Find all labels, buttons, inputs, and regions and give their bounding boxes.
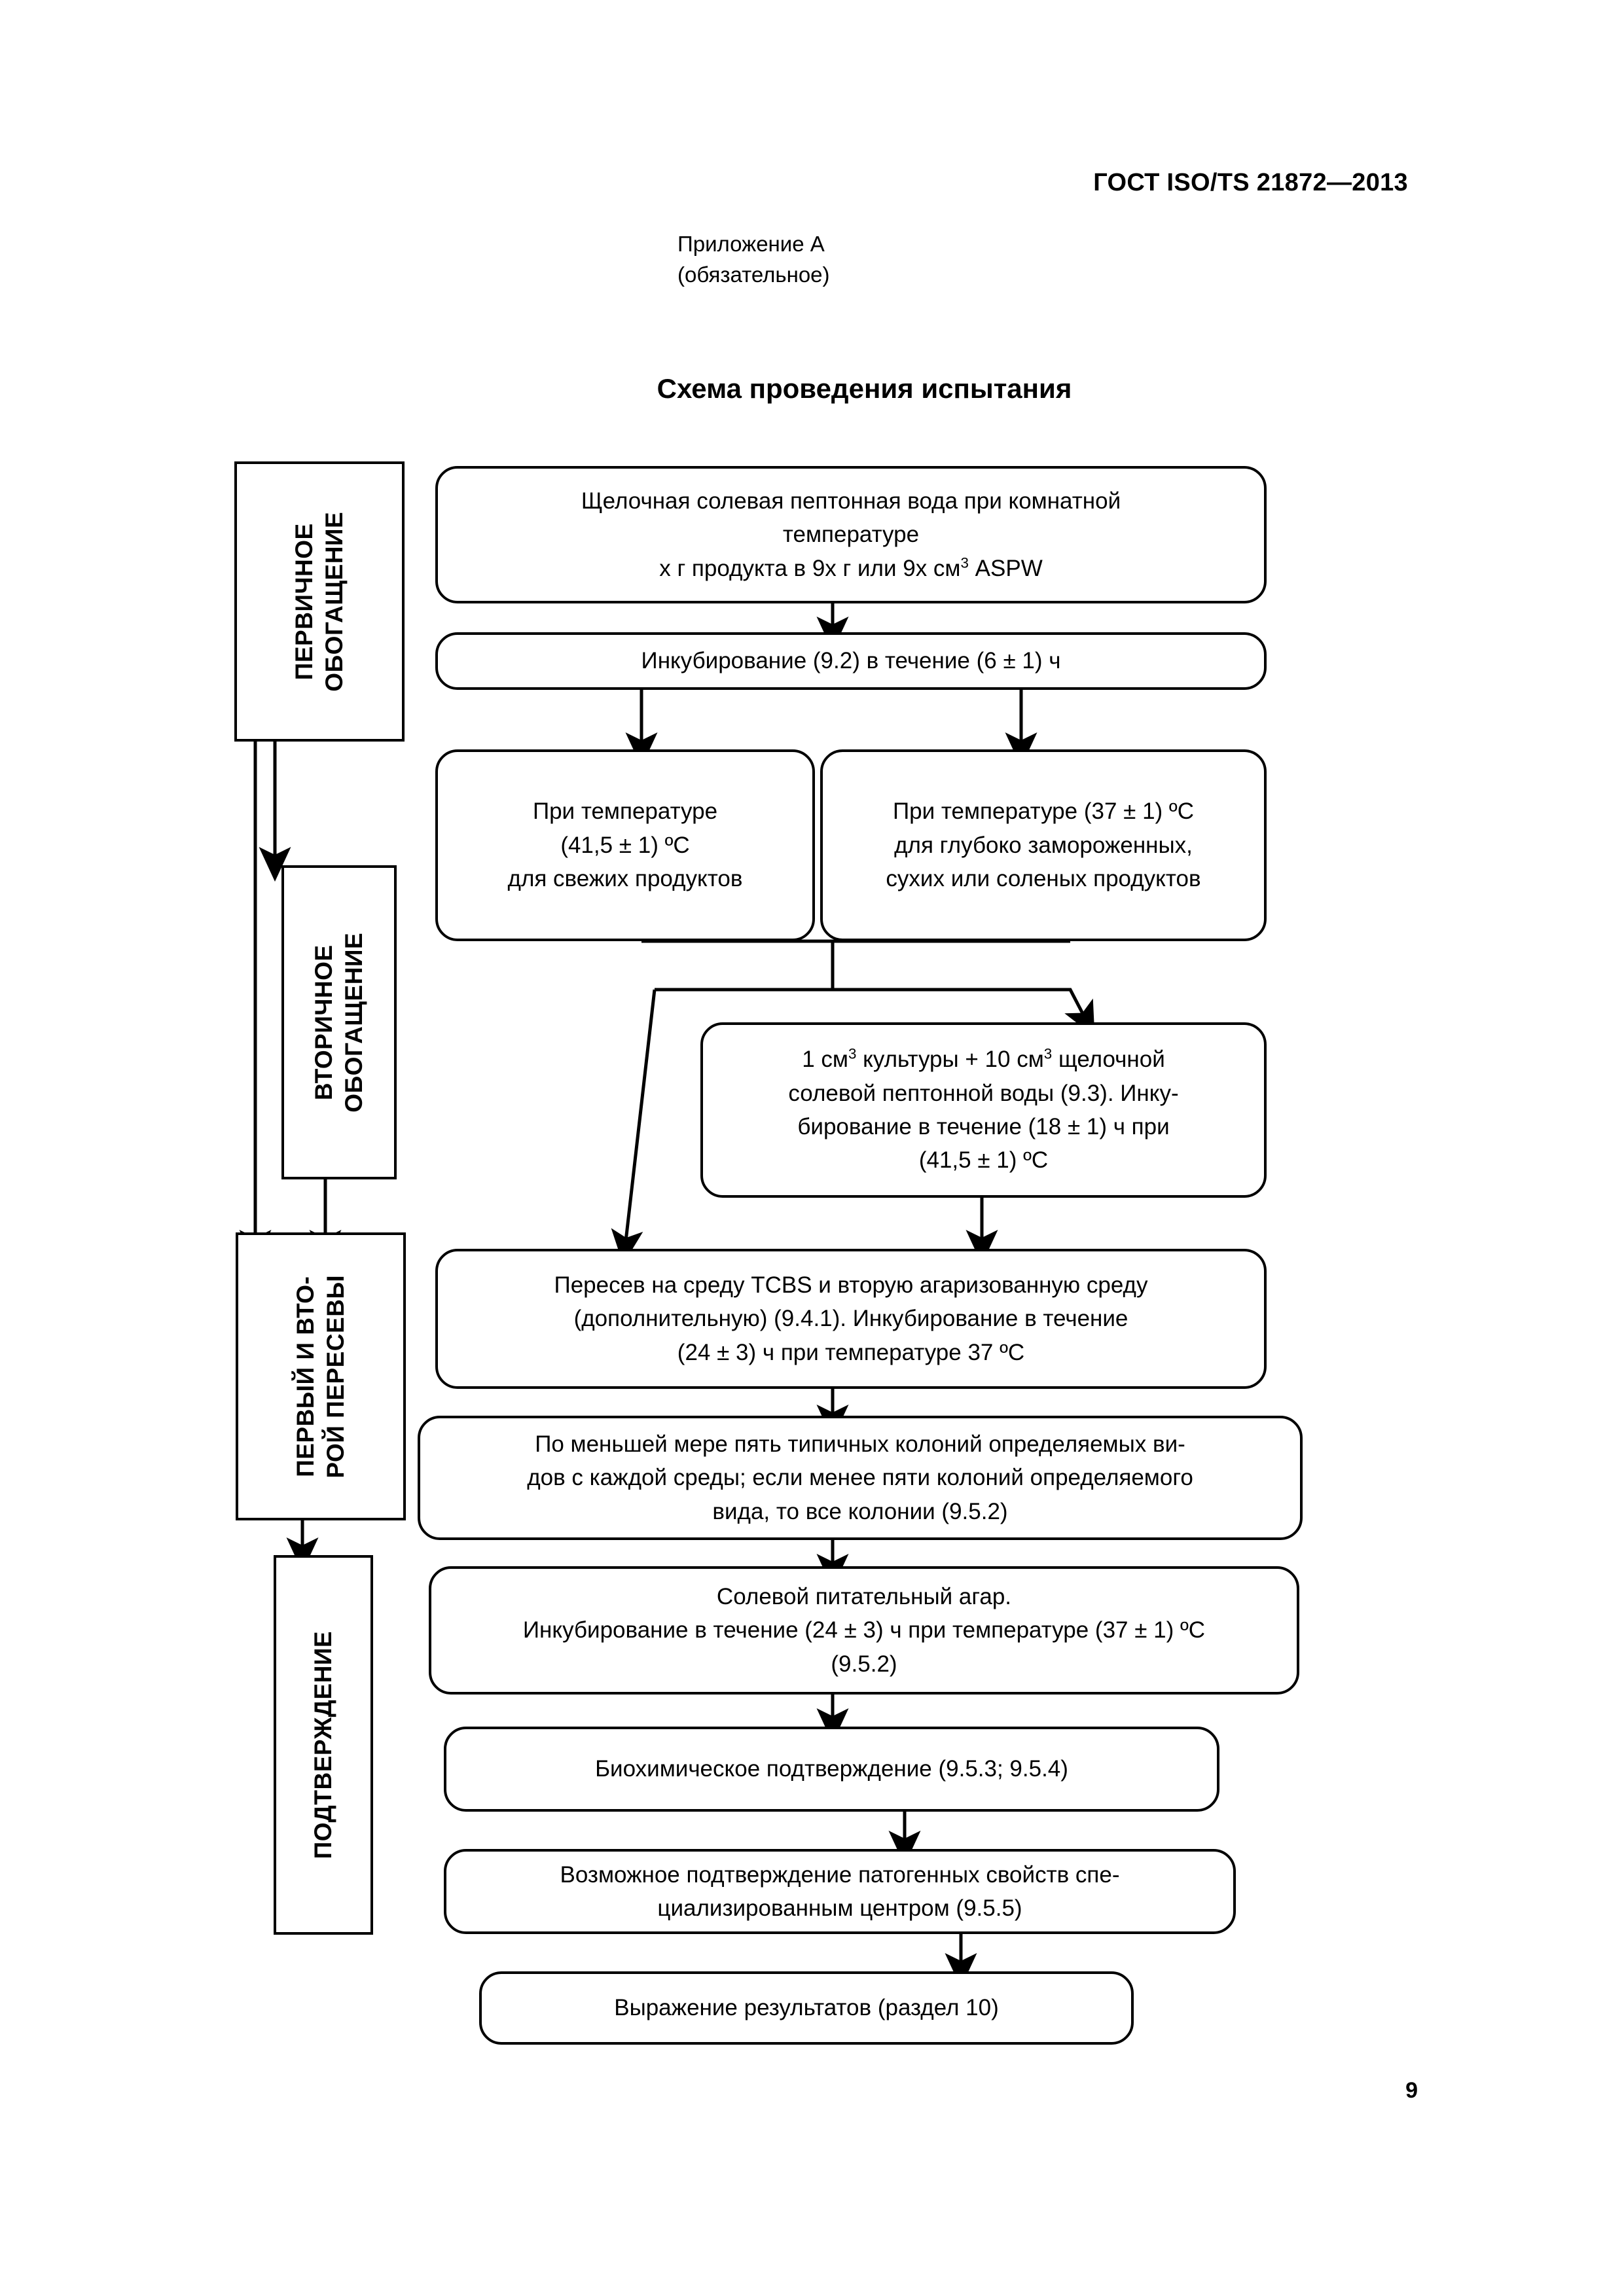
- step-biochemical-text: Биохимическое подтверждение (9.5.3; 9.5.…: [595, 1756, 1068, 1782]
- step-box-temperature-frozen: При температуре (37 ± 1) ºС для глубоко …: [820, 749, 1267, 941]
- annex-subtitle: (обязательное): [677, 262, 830, 287]
- step-saline-agar-line1: Солевой питательный агар.: [716, 1583, 1012, 1609]
- step-box-colony-selection: По меньшей мере пять типичных колоний оп…: [418, 1416, 1303, 1540]
- step-tcbs-line3: (24 ± 3) ч при температуре 37 ºС: [677, 1339, 1025, 1365]
- step-culture-line1-a: 1 см: [802, 1047, 848, 1073]
- step-pathogenic-line1: Возможное подтверждение патогенных свойс…: [560, 1861, 1120, 1888]
- step-saline-agar-line3: (9.5.2): [831, 1651, 897, 1677]
- step-incubation-6h-text: Инкубирование (9.2) в течение (6 ± 1) ч: [641, 648, 1061, 674]
- phase-label-confirmation: ПОДТВЕРЖДЕНИЕ: [274, 1555, 373, 1935]
- step-temp-frozen-line1: При температуре (37 ± 1) ºС: [893, 798, 1194, 825]
- step-aspw-line2: температуре: [782, 522, 920, 548]
- step-culture-line1-c: щелочной: [1052, 1047, 1165, 1073]
- step-pathogenic-line2: циализированным центром (9.5.5): [657, 1895, 1022, 1921]
- step-box-aspw: Щелочная солевая пептонная вода при комн…: [435, 466, 1267, 603]
- step-tcbs-line2: (дополнительную) (9.4.1). Инкубирование …: [573, 1306, 1128, 1332]
- step-box-expression-of-results: Выражение результатов (раздел 10): [479, 1971, 1134, 2045]
- phase-label-first-second-subculture-text: ПЕРВЫЙ И ВТО-РОЙ ПЕРЕСЕВЫ: [291, 1274, 350, 1479]
- superscript-cubic: 3: [960, 554, 969, 571]
- annex-block: Приложение А (обязательное): [677, 229, 830, 291]
- connector-merge-to-tcbs-diagonal: [611, 989, 657, 1265]
- step-culture-line2: солевой пептонной воды (9.3). Инку-: [788, 1080, 1179, 1106]
- step-temp-frozen-line2: для глубоко замороженных,: [894, 832, 1193, 858]
- step-temp-fresh-line1: При температуре: [532, 798, 718, 825]
- superscript-cubic: 3: [848, 1045, 857, 1062]
- step-culture-line3: бирование в течение (18 ± 1) ч при: [797, 1114, 1170, 1139]
- step-temp-frozen-line3: сухих или соленых продуктов: [886, 866, 1201, 892]
- step-colonies-line1: По меньшей мере пять типичных колоний оп…: [535, 1431, 1185, 1457]
- step-temp-fresh-line3: для свежих продуктов: [507, 866, 743, 892]
- connector-merge-to-culture: [655, 988, 1095, 1037]
- step-box-biochemical-confirmation: Биохимическое подтверждение (9.5.3; 9.5.…: [444, 1727, 1219, 1812]
- step-box-pathogenic-confirmation: Возможное подтверждение патогенных свойс…: [444, 1849, 1236, 1934]
- superscript-cubic: 3: [1043, 1045, 1053, 1062]
- step-box-culture-dilution: 1 см3 культуры + 10 см3 щелочной солевой…: [700, 1022, 1267, 1198]
- step-culture-line1-b: культуры + 10 см: [856, 1047, 1044, 1073]
- step-colonies-line3: вида, то все колонии (9.5.2): [712, 1498, 1008, 1524]
- step-box-temperature-fresh: При температуре (41,5 ± 1) ºС для свежих…: [435, 749, 815, 941]
- document-standard-id: ГОСТ ISO/TS 21872—2013: [1093, 169, 1408, 196]
- step-box-saline-nutrient-agar: Солевой питательный агар. Инкубирование …: [429, 1566, 1299, 1695]
- page-title: Схема проведения испытания: [657, 373, 1072, 404]
- step-aspw-line1: Щелочная солевая пептонная вода при комн…: [581, 488, 1121, 514]
- step-aspw-line3-suffix: ASPW: [968, 555, 1043, 581]
- step-colonies-line2: дов с каждой среды; если менее пяти коло…: [527, 1465, 1193, 1491]
- step-culture-line4: (41,5 ± 1) ºС: [918, 1147, 1049, 1174]
- page-number: 9: [1405, 2078, 1418, 2103]
- phase-label-first-second-subculture: ПЕРВЫЙ И ВТО-РОЙ ПЕРЕСЕВЫ: [236, 1232, 406, 1520]
- phase-label-confirmation-text: ПОДТВЕРЖДЕНИЕ: [309, 1630, 336, 1859]
- step-temp-fresh-line2: (41,5 ± 1) ºС: [560, 832, 690, 858]
- annex-title: Приложение А: [677, 232, 825, 256]
- step-tcbs-line1: Пересев на среду TCBS и вторую агаризова…: [554, 1272, 1148, 1298]
- step-box-tcbs-subculture: Пересев на среду TCBS и вторую агаризова…: [435, 1249, 1267, 1389]
- step-results-text: Выражение результатов (раздел 10): [614, 1995, 999, 2021]
- step-aspw-line3-prefix: х г продукта в 9х г или 9х см: [659, 555, 961, 581]
- step-box-incubation-6h: Инкубирование (9.2) в течение (6 ± 1) ч: [435, 632, 1267, 690]
- step-saline-agar-line2: Инкубирование в течение (24 ± 3) ч при т…: [522, 1617, 1206, 1643]
